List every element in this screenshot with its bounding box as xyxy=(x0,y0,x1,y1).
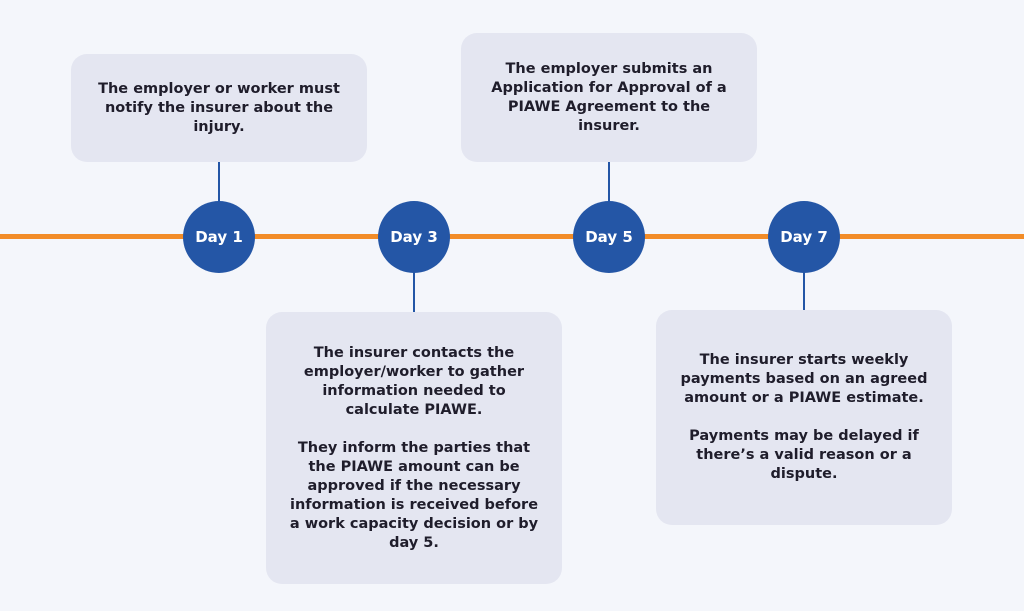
day-marker-label: Day 1 xyxy=(195,228,243,246)
connector-day5 xyxy=(608,162,610,204)
connector-day7 xyxy=(803,270,805,312)
day-marker-7: Day 7 xyxy=(768,201,840,273)
connector-day1 xyxy=(218,162,220,204)
day-marker-label: Day 7 xyxy=(780,228,828,246)
day-marker-label: Day 5 xyxy=(585,228,633,246)
note-text: The employer or worker must notify the i… xyxy=(98,80,340,135)
note-day5: The employer submits an Application for … xyxy=(461,33,757,162)
day-marker-5: Day 5 xyxy=(573,201,645,273)
connector-day3 xyxy=(413,270,415,312)
note-paragraph-1: The insurer starts weekly payments based… xyxy=(680,352,928,406)
day-marker-3: Day 3 xyxy=(378,201,450,273)
note-text: The employer submits an Application for … xyxy=(491,60,727,134)
note-day1: The employer or worker must notify the i… xyxy=(71,54,367,162)
note-paragraph-1: The insurer contacts the employer/worker… xyxy=(303,344,525,418)
timeline-line xyxy=(0,234,1024,239)
day-marker-label: Day 3 xyxy=(390,228,438,246)
note-paragraph-2: They inform the parties that the PIAWE a… xyxy=(289,439,539,551)
note-day7: The insurer starts weekly payments based… xyxy=(656,310,952,525)
note-paragraph-2: Payments may be delayed if there’s a val… xyxy=(689,428,919,482)
day-marker-1: Day 1 xyxy=(183,201,255,273)
note-day3: The insurer contacts the employer/worker… xyxy=(266,312,562,584)
